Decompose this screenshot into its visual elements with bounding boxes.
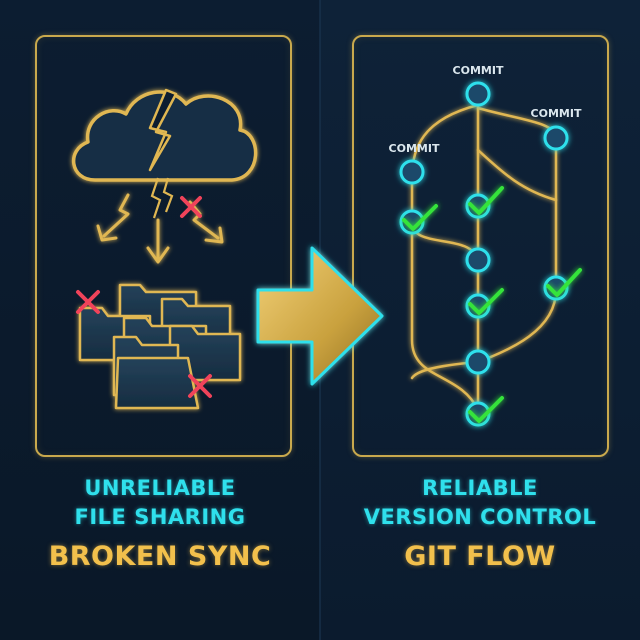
broken-sync-caption: UNRELIABLE FILE SHARING BROKEN SYNC — [0, 474, 320, 576]
folder-icon — [78, 283, 242, 410]
commit-label: COMMIT — [531, 107, 582, 120]
error-x-icon — [188, 374, 212, 398]
commit-node-icon — [399, 81, 569, 427]
broken-sync-panel — [35, 35, 292, 457]
lightning-crack-icon — [148, 88, 178, 219]
commit-label: COMMIT — [453, 64, 504, 77]
caption-line-1: UNRELIABLE — [84, 476, 236, 500]
caption-line-2: VERSION CONTROL — [363, 505, 597, 529]
git-flow-panel — [352, 35, 609, 457]
caption-line-2: FILE SHARING — [74, 505, 246, 529]
git-flow-caption: RELIABLE VERSION CONTROL GIT FLOW — [320, 474, 640, 576]
commit-label: COMMIT — [389, 142, 440, 155]
arrow-right-icon — [256, 246, 384, 386]
caption-title: GIT FLOW — [404, 541, 556, 572]
checkmark-icon — [402, 186, 582, 423]
caption-line-1: RELIABLE — [422, 476, 538, 500]
error-x-icon — [180, 196, 202, 218]
broken-arrows — [96, 193, 224, 264]
error-x-icon — [76, 290, 100, 314]
caption-title: BROKEN SYNC — [48, 541, 272, 572]
